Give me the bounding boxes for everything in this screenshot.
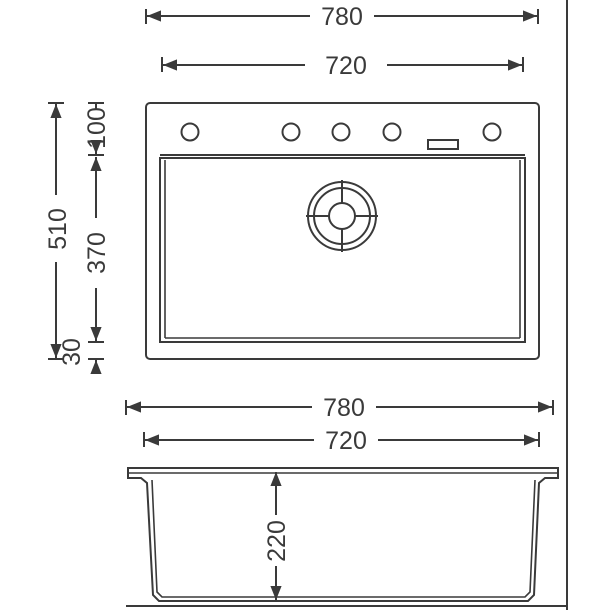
dimension-label-220: 220 [263, 520, 291, 562]
top-bowl-width-dimension: 720 [161, 52, 524, 80]
tap-hole [281, 122, 301, 142]
tap-hole [382, 122, 402, 142]
top-bowl-depth-dimension: 370 [83, 157, 111, 343]
drain-icon [306, 180, 378, 252]
top-front-rim-dimension: 30 [58, 338, 104, 374]
sink-outer-rim [145, 102, 540, 360]
dimension-label-720: 720 [325, 427, 367, 455]
dimension-label-100: 100 [83, 107, 111, 149]
tap-hole [331, 122, 351, 142]
dimension-label-30: 30 [58, 338, 86, 366]
dimension-label-510: 510 [44, 208, 72, 250]
top-deck-depth-dimension: 100 [83, 102, 111, 156]
overflow-slot [427, 139, 459, 150]
tap-hole [180, 122, 200, 142]
top-view: 780 720 [44, 3, 540, 374]
dimension-label-780: 780 [321, 3, 363, 31]
dimension-label-780: 780 [323, 394, 365, 422]
side-overall-width-dimension: 780 [125, 394, 554, 422]
tap-hole [482, 122, 502, 142]
sink-side-inner-profile [151, 479, 536, 598]
side-bowl-width-dimension: 720 [143, 427, 540, 455]
bowl-outline [159, 157, 526, 343]
top-overall-width-dimension: 780 [145, 3, 539, 31]
top-overall-depth-dimension: 510 [44, 102, 72, 360]
side-bowl-height-dimension: 220 [263, 472, 291, 600]
side-view: 780 720 220 [125, 394, 567, 607]
sink-side-profile [127, 467, 559, 602]
dimension-label-720: 720 [325, 52, 367, 80]
dimension-label-370: 370 [83, 232, 111, 274]
